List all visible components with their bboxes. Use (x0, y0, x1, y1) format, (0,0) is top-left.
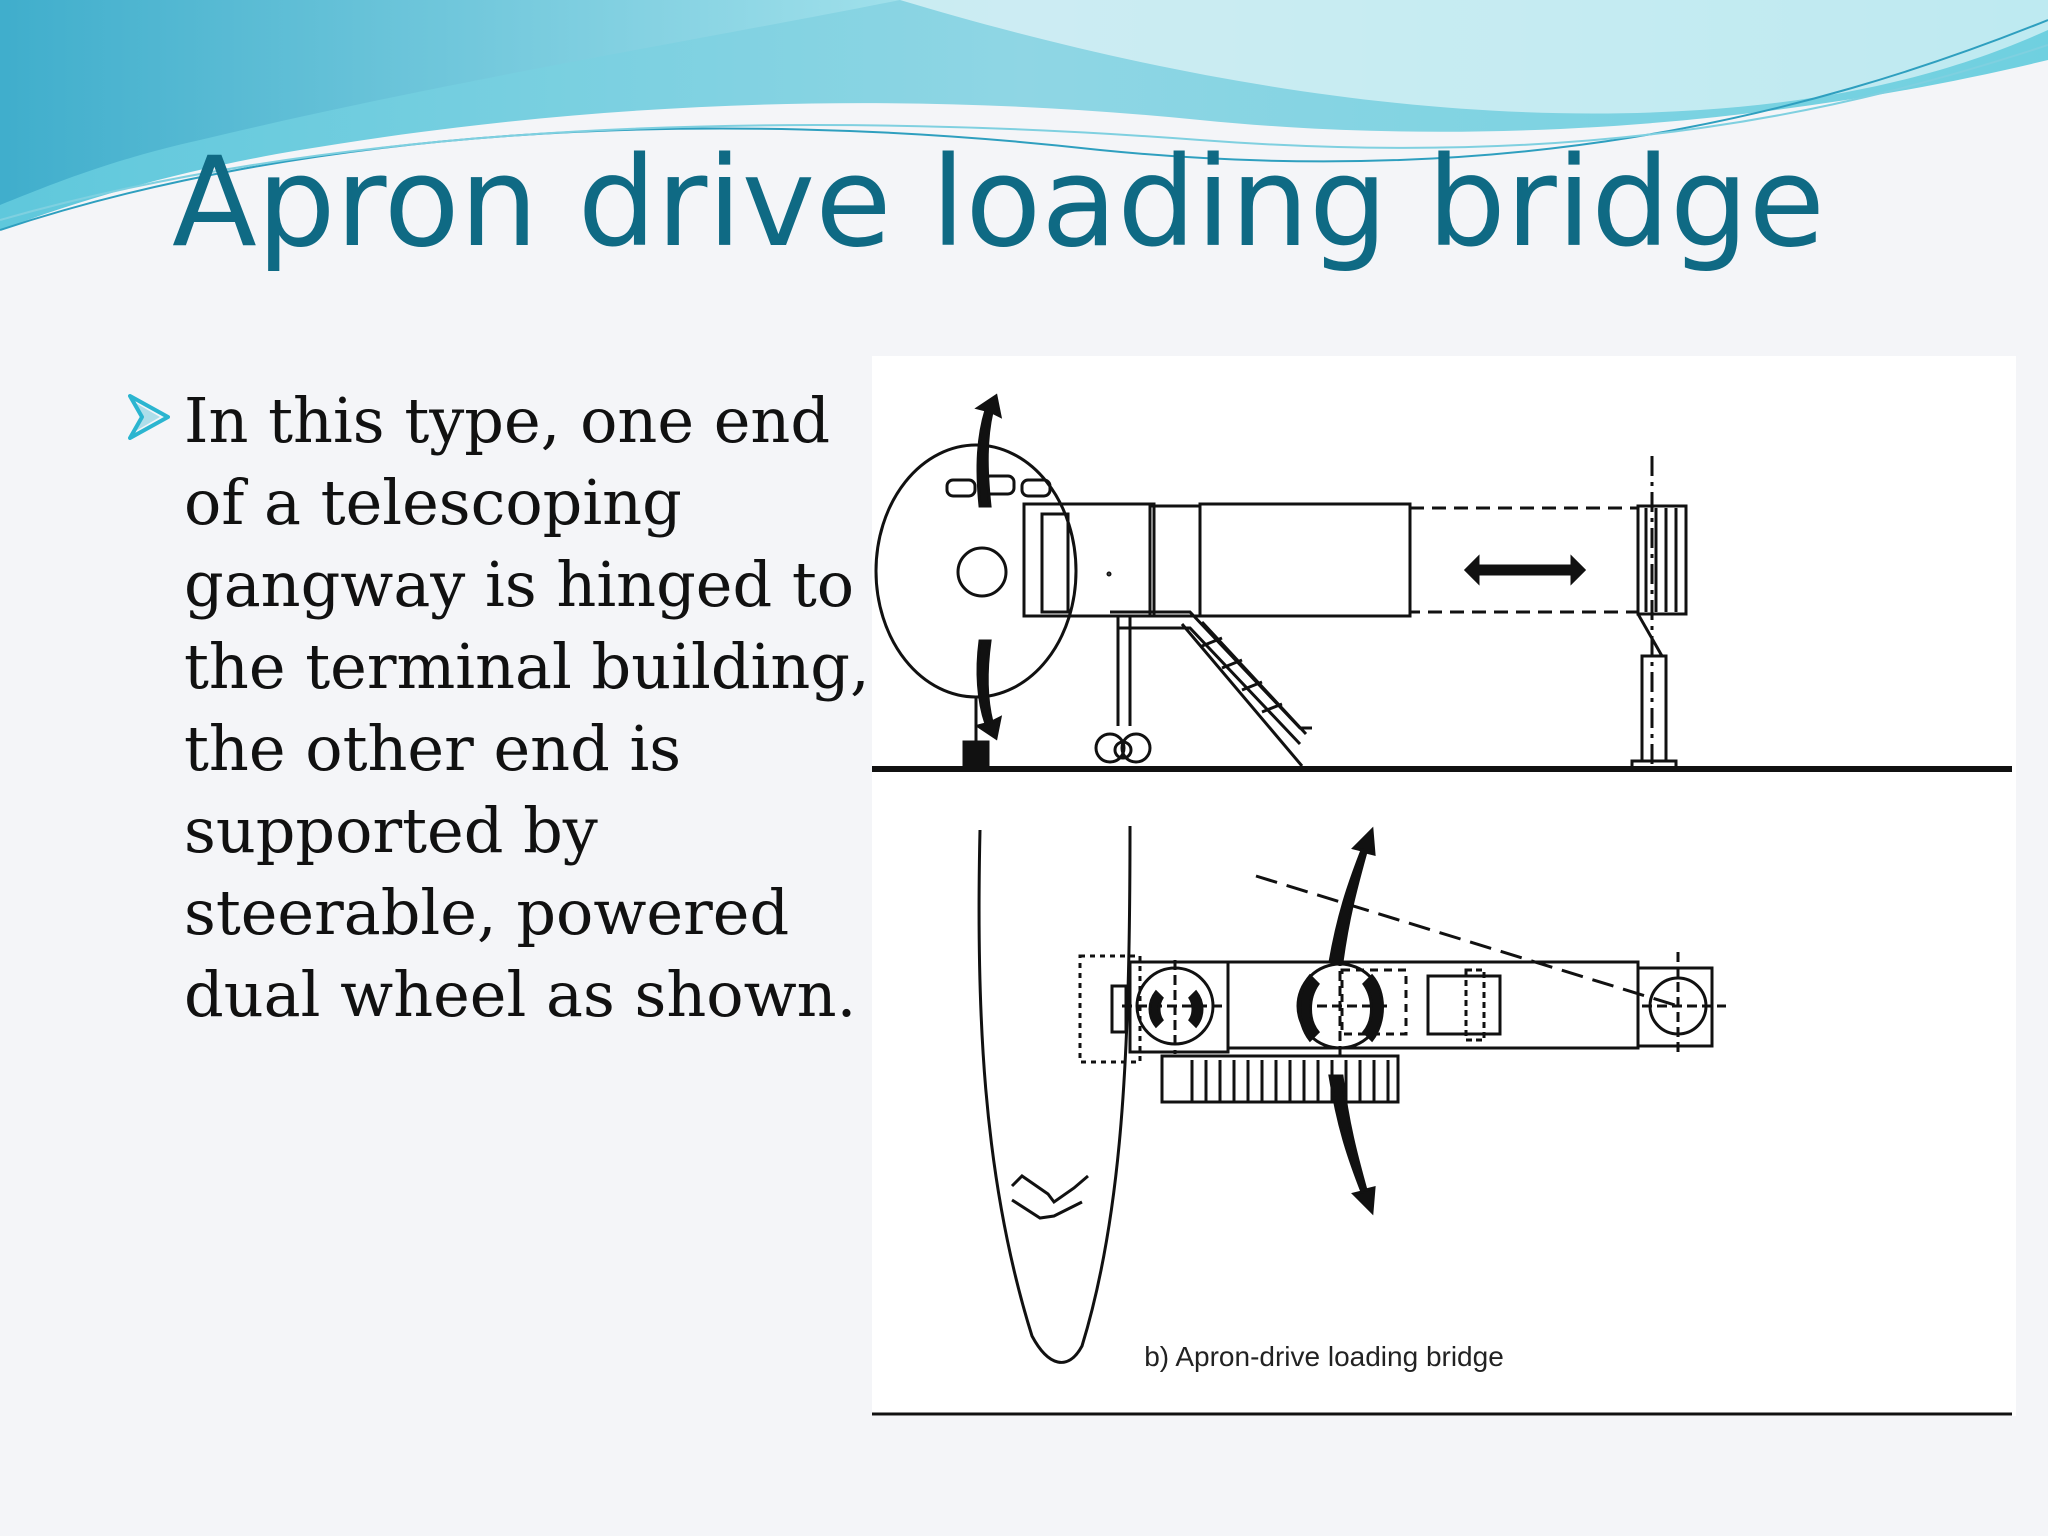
bullet-text: In this type, one end of a telescoping g… (184, 384, 870, 1031)
side-view (872, 393, 2012, 772)
loading-bridge-diagram: b) Apron-drive loading bridge (872, 356, 2016, 1416)
arrow-bullet-icon (128, 394, 170, 440)
slide-title: Apron drive loading bridge (172, 131, 1825, 275)
diagram-caption: b) Apron-drive loading bridge (1144, 1341, 1504, 1372)
header-wave-decoration (0, 0, 2048, 231)
top-view (872, 825, 2012, 1416)
